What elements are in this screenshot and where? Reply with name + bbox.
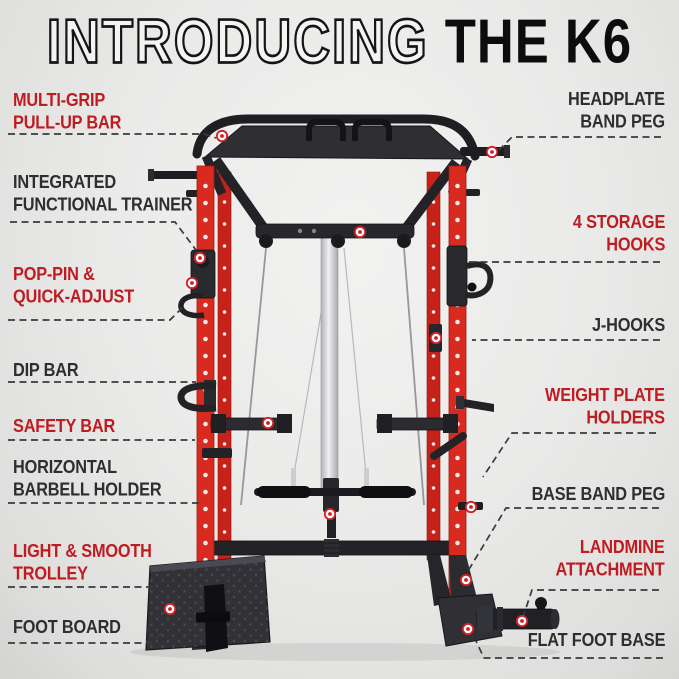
callout-dip-bar: DIP BAR	[13, 360, 79, 381]
callout-pop-pin-quick-adjust: POP-PIN & QUICK-ADJUST	[13, 264, 135, 307]
grip-handle-left	[306, 119, 346, 141]
callout-light-smooth-trolley: LIGHT & SMOOTH TROLLEY	[13, 541, 152, 584]
callout-foot-board: FOOT BOARD	[13, 617, 121, 638]
rack-structure	[145, 114, 560, 652]
floor-shadow	[130, 643, 560, 661]
dip-bar	[177, 382, 217, 412]
callout-safety-bar: SAFETY BAR	[13, 416, 116, 437]
weight-plate-holder	[458, 398, 494, 412]
page-title: INTRODUCING THE K6	[0, 6, 679, 86]
callout-horizontal-barbell-holder: HORIZONTAL BARBELL HOLDER	[13, 457, 162, 500]
barbell-holder	[202, 448, 232, 458]
callout-landmine-attachment: LANDMINE ATTACHMENT	[556, 537, 665, 580]
callout-4-storage-hooks: 4 STORAGE HOOKS	[572, 212, 665, 255]
callout-j-hooks: J-HOOKS	[591, 315, 665, 336]
callout-weight-plate-holders: WEIGHT PLATE HOLDERS	[545, 385, 665, 428]
trolley-rail	[320, 237, 339, 491]
headplate-band-peg-left	[150, 171, 206, 179]
callout-base-band-peg: BASE BAND PEG	[531, 484, 665, 505]
headplate	[203, 125, 470, 160]
callout-flat-foot-base: FLAT FOOT BASE	[527, 630, 665, 651]
grip-handle-right	[352, 119, 392, 141]
j-hook	[446, 245, 468, 307]
callout-integrated-functional-trainer: INTEGRATED FUNCTIONAL TRAINER	[13, 172, 193, 215]
callout-connectors	[8, 133, 663, 659]
pop-pin-handle	[178, 292, 205, 319]
callout-headplate-band-peg: HEADPLATE BAND PEG	[568, 89, 665, 132]
callout-multi-grip-pull-up-bar: MULTI-GRIP PULL-UP BAR	[13, 90, 122, 133]
title-word-model: THE K6	[444, 6, 633, 76]
weight-plate-holder	[430, 432, 467, 460]
title-word-introducing: INTRODUCING	[46, 6, 429, 76]
